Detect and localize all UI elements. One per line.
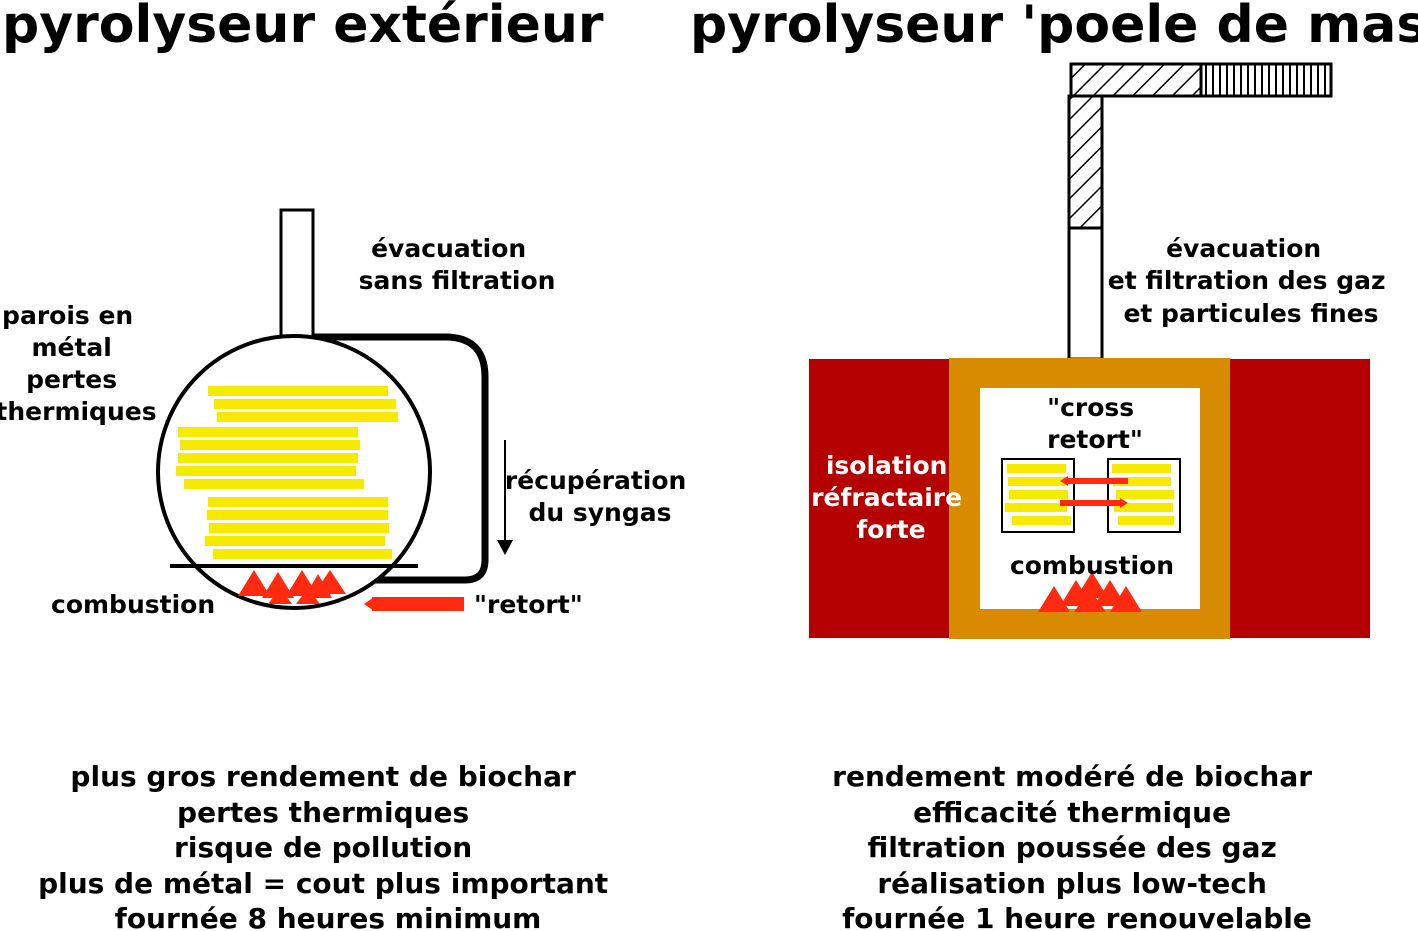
wood-bar — [1007, 464, 1066, 473]
left-exhaust-label: évacuation sans filtration — [359, 234, 556, 295]
right-summary: rendement modéré de biochar efficacité t… — [832, 760, 1322, 931]
syngas-pipe — [312, 333, 489, 584]
wood-charge — [176, 386, 398, 559]
wood-bar — [205, 536, 385, 546]
syngas-arrow-head — [497, 540, 513, 555]
wood-charge-right — [1005, 464, 1174, 525]
right-title: pyrolyseur 'poele de masse' — [690, 0, 1418, 55]
wood-bar — [207, 510, 388, 520]
wood-bar — [1114, 503, 1173, 512]
flame — [314, 570, 346, 594]
flame — [268, 588, 292, 604]
wood-bar — [1116, 490, 1174, 499]
wood-bar — [208, 386, 388, 396]
wood-bar — [217, 412, 398, 422]
wood-bar — [1012, 516, 1071, 525]
wood-bar — [1118, 516, 1174, 525]
flame — [262, 572, 294, 598]
flame — [1076, 572, 1108, 598]
external-pyrolyser: évacuation sans filtration parois en mét… — [0, 208, 695, 619]
flame — [1110, 586, 1142, 612]
retort-label: "retort" — [474, 590, 583, 619]
right-combustion-label: combustion — [1010, 551, 1174, 580]
flue-vertical — [1067, 226, 1104, 361]
cross-flow-arrow-top — [1066, 478, 1128, 484]
wood-bar — [209, 523, 389, 533]
wood-bar — [176, 466, 356, 476]
wood-bar — [184, 479, 364, 489]
retort-arrow-head — [364, 597, 374, 611]
flame — [1074, 590, 1106, 612]
wood-bar — [1112, 464, 1171, 473]
flue-vertical-hatched — [1067, 94, 1104, 230]
flame — [296, 588, 320, 604]
flames — [238, 570, 346, 604]
cross-flow-arrow-bottom-head — [1120, 498, 1128, 508]
left-summary: plus gros rendement de biochar pertes th… — [38, 760, 618, 931]
wood-bar — [1113, 477, 1171, 486]
wood-bar — [1009, 490, 1068, 499]
wood-bar — [1008, 477, 1066, 486]
metal-walls-label: parois en métal pertes thermiques — [0, 301, 157, 426]
left-title: pyrolyseur extérieur — [2, 0, 604, 55]
flue-horizontal-filter — [1199, 62, 1333, 98]
right-exhaust-label: évacuation et filtration des gaz et part… — [1108, 234, 1395, 328]
flames-right — [1038, 572, 1142, 612]
wood-bar — [1005, 503, 1067, 512]
cross-flow-arrow-top-head — [1060, 476, 1068, 486]
refractory-insulation-right — [1229, 359, 1370, 638]
chimney — [279, 208, 315, 340]
wood-bar — [178, 427, 358, 437]
insulation-label: isolation réfractaire forte — [811, 451, 971, 544]
left-combustion-label: combustion — [51, 590, 215, 619]
wood-bar — [213, 549, 392, 559]
flame — [238, 570, 270, 596]
retort-arrow-shaft — [372, 597, 464, 611]
wood-bar — [208, 497, 388, 507]
cross-flow-arrow-bottom — [1060, 500, 1122, 506]
wood-bar — [214, 399, 396, 409]
cross-retort-label: "cross retort" — [1047, 393, 1143, 454]
syngas-recovery-label: récupération du syngas — [505, 466, 695, 527]
flue-horizontal-dense — [1069, 62, 1203, 98]
wood-bar — [180, 440, 360, 450]
mass-stove-pyrolyser: évacuation et filtration des gaz et part… — [809, 62, 1395, 639]
refractory-insulation-left — [809, 359, 949, 638]
wood-bar — [178, 453, 358, 463]
